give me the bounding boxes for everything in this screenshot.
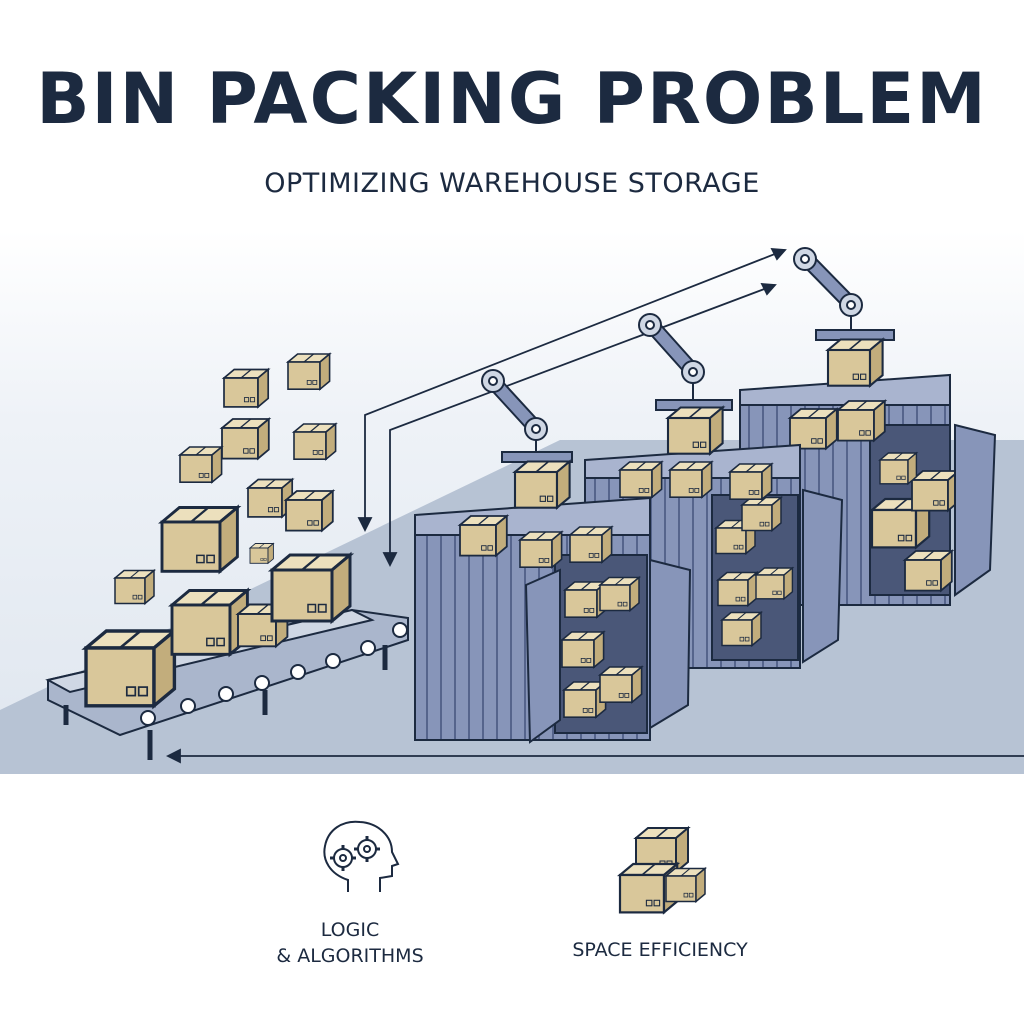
logic-label-line2: & ALGORITHMS [276, 944, 424, 967]
logic-label-line1: LOGIC [320, 919, 380, 941]
logic-algorithms-label: LOGIC & ALGORITHMS [250, 918, 450, 969]
robot-arm-1 [481, 369, 573, 509]
stacked-boxes-icon [618, 827, 706, 914]
page-subtitle: OPTIMIZING WAREHOUSE STORAGE [264, 168, 760, 199]
robotic-arms [481, 247, 895, 509]
container-2 [584, 443, 844, 669]
robot-arm-2 [638, 313, 733, 455]
container-1 [414, 496, 692, 744]
page-title: BIN PACKING PROBLEM [36, 58, 988, 140]
space-efficiency-label: SPACE EFFICIENCY [572, 939, 748, 961]
robot-arm-3 [793, 247, 895, 387]
brain-gears-icon [323, 820, 400, 892]
